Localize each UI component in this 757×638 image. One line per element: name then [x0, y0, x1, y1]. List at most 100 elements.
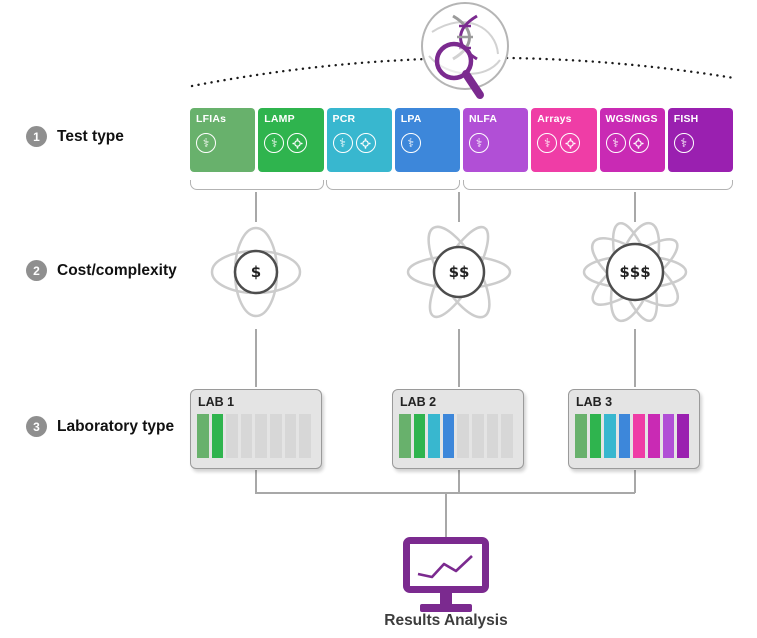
caduceus-icon: ⚕ — [469, 133, 489, 153]
test-box-nlfa: NLFA ⚕ — [463, 108, 529, 172]
svg-text:$$: $$ — [449, 263, 470, 281]
connector-line — [458, 470, 460, 493]
lab-title: LAB 1 — [198, 395, 235, 409]
svg-text:$: $ — [251, 263, 261, 281]
step-2: 2 Cost/complexity — [26, 260, 177, 281]
test-label: FISH — [673, 113, 699, 125]
capability-bar — [647, 414, 660, 458]
caduceus-icon: ⚕ — [400, 133, 421, 153]
capability-bar — [255, 414, 267, 458]
connector-line — [255, 470, 257, 493]
capability-bar — [226, 414, 238, 458]
test-label: WGS/NGS — [605, 113, 658, 125]
test-box-arrays: Arrays ⚕ — [531, 108, 597, 172]
capability-bar — [589, 414, 602, 458]
test-type-row: LFIAs⚕LAMP⚕PCR⚕LPA⚕NLFA⚕Arrays⚕WGS/NGS⚕F… — [190, 108, 733, 172]
test-icons: ⚕ — [264, 133, 323, 153]
virus-icon — [628, 133, 649, 153]
test-box-fish: FISH ⚕ — [667, 108, 733, 172]
virus-icon — [560, 133, 581, 153]
test-label: PCR — [332, 113, 356, 125]
capability-bar — [662, 414, 675, 458]
test-icons: ⚕ — [469, 133, 528, 153]
connector-line — [458, 192, 460, 222]
monitor-neck — [440, 593, 452, 604]
results-monitor-icon — [403, 537, 489, 612]
step-2-badge: 2 — [26, 260, 47, 281]
caduceus-icon: ⚕ — [673, 133, 694, 153]
capability-bar — [211, 414, 224, 458]
lab-box-3: LAB 3 — [568, 389, 700, 469]
test-label: LFIAs — [196, 113, 227, 125]
monitor-base — [420, 604, 472, 612]
svg-text:$$$: $$$ — [619, 263, 650, 281]
capability-bar — [618, 414, 631, 458]
dotted-arc — [190, 56, 736, 88]
connector-line — [458, 329, 460, 387]
step-2-label: Cost/complexity — [57, 261, 177, 279]
capability-bar — [604, 414, 616, 458]
lab-box-2: LAB 2 — [392, 389, 524, 469]
step-1: 1 Test type — [26, 126, 124, 147]
step-3: 3 Laboratory type — [26, 416, 174, 437]
capability-bar — [284, 414, 297, 458]
connector-line — [634, 470, 636, 493]
step-3-badge: 3 — [26, 416, 47, 437]
caduceus-icon: ⚕ — [196, 133, 216, 153]
step-3-label: Laboratory type — [57, 417, 175, 435]
test-icons: ⚕ — [332, 133, 392, 153]
capability-bar — [399, 414, 411, 458]
test-icons: ⚕ — [605, 133, 665, 153]
connector-line — [255, 329, 257, 387]
caduceus-icon: ⚕ — [605, 133, 626, 153]
lab-box-1: LAB 1 — [190, 389, 322, 469]
capability-bar — [471, 414, 484, 458]
test-group-bracket-2 — [326, 180, 460, 190]
test-group-bracket-1 — [190, 180, 324, 190]
test-icons: ⚕ — [537, 133, 596, 153]
test-box-lpa: LPA⚕ — [394, 108, 460, 172]
monitor-screen — [403, 537, 489, 593]
capability-bar — [299, 414, 311, 458]
dna-magnifier-icon — [421, 2, 509, 99]
capability-bar — [457, 414, 469, 458]
test-icons: ⚕ — [673, 133, 733, 153]
test-box-pcr: PCR ⚕ — [326, 108, 392, 172]
lab-bars — [569, 414, 699, 458]
lab-title: LAB 2 — [400, 395, 437, 409]
caduceus-icon: ⚕ — [332, 133, 353, 153]
test-icons: ⚕ — [400, 133, 460, 153]
test-label: NLFA — [469, 113, 498, 125]
cost-level-1: $ — [191, 217, 321, 327]
capability-bar — [428, 414, 440, 458]
virus-icon — [355, 133, 376, 153]
lab-bars — [191, 414, 321, 458]
cost-level-2: $$ — [394, 217, 524, 327]
lab-bars — [393, 414, 523, 458]
connector-line — [255, 492, 635, 494]
capability-bar — [269, 414, 282, 458]
connector-line — [445, 493, 447, 537]
test-box-lfias: LFIAs ⚕ — [190, 108, 256, 172]
connector-line — [634, 329, 636, 387]
connector-line — [255, 192, 257, 222]
results-analysis-label: Results Analysis — [384, 612, 508, 629]
virus-icon — [287, 133, 308, 153]
capability-bar — [442, 414, 455, 458]
test-icons: ⚕ — [196, 133, 255, 153]
capability-bar — [501, 414, 513, 458]
step-1-label: Test type — [57, 127, 124, 145]
capability-bar — [486, 414, 499, 458]
capability-bar — [197, 414, 209, 458]
test-label: Arrays — [537, 113, 572, 125]
test-box-lamp: LAMP ⚕ — [258, 108, 324, 172]
capability-bar — [413, 414, 426, 458]
caduceus-icon: ⚕ — [264, 133, 285, 153]
test-label: LAMP — [264, 113, 295, 125]
cost-level-3: $$$ — [570, 217, 700, 327]
line-chart-icon — [417, 555, 473, 579]
test-box-wgs-ngs: WGS/NGS ⚕ — [599, 108, 665, 172]
caduceus-icon: ⚕ — [537, 133, 558, 153]
test-group-bracket-3 — [463, 180, 733, 190]
